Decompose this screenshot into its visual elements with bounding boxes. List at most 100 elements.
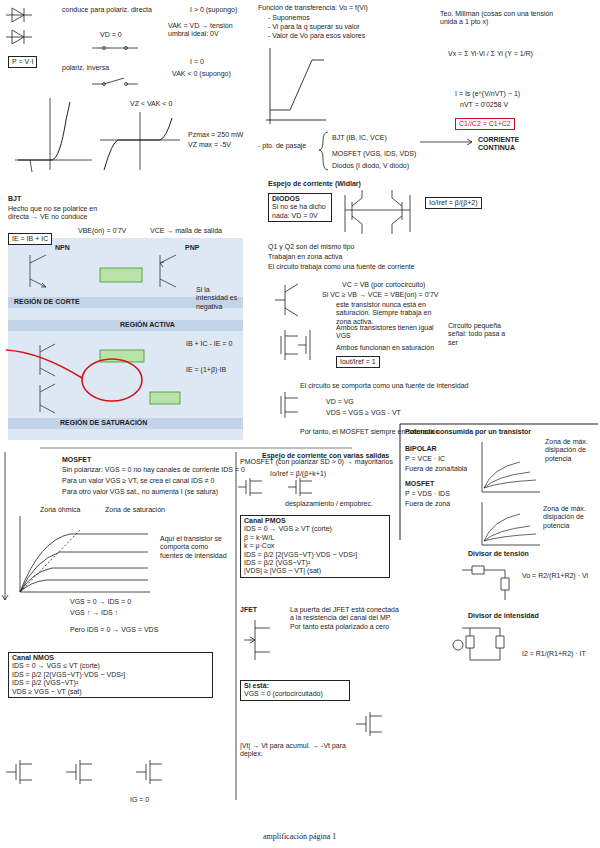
formula-text: VDS ≥ VGS − VT (sat): [12, 688, 209, 696]
note-text: VD = VG: [326, 398, 354, 406]
note-text: Vx = Σ Yi·Vi / Σ Yi (Y = 1/R): [448, 50, 533, 58]
note-text: VC = VB (por cortocircuito): [342, 281, 425, 289]
boxed-formula: Si está:VGS = 0 (cortocircuitado): [240, 680, 350, 701]
note-text: Si VC ≥ VB → VCE = VBE(on) = 0'7V: [322, 291, 438, 299]
boxed-formula: Iout/Iref = 1: [336, 356, 380, 368]
formula-text: C1//C2 = C1+C2: [459, 120, 511, 128]
formula-text: IDS = 0 → VGS ≥ VT (corte): [244, 525, 386, 533]
note-text: VZ < VAK < 0: [130, 100, 172, 108]
note-text: Fuera de zona: [405, 500, 450, 508]
note-text: MOSFET: [62, 456, 91, 464]
note-text: este transistor nunca está en saturación…: [336, 301, 444, 326]
note-text: Fuera de zona/tabla: [405, 465, 467, 473]
formula-text: Si está:: [244, 682, 346, 690]
formula-text: IE = IB + IC: [12, 235, 48, 243]
boxed-formula: P = V·I: [8, 56, 37, 68]
note-text: CORRIENTE CONTINUA: [478, 136, 540, 153]
note-text: Función de transferencia: Vo = f(Vi): [258, 4, 368, 12]
note-text: Zona de saturación: [105, 506, 165, 514]
note-text: Divisor de tensión: [468, 550, 529, 558]
note-text: MOSFET: [405, 480, 434, 488]
formula-text: IDS = β/2 [2(VGS−VT)·VDS − VDS²]: [12, 671, 209, 679]
note-text: nVT = 0'0258 V: [460, 101, 508, 109]
note-text: VAK = VD → tensión umbral ideal: 0V: [168, 22, 253, 39]
formula-text: P = V·I: [12, 58, 33, 66]
note-text: Ambos funcionan en saturación: [336, 344, 436, 352]
formula-text: VGS = 0 (cortocircuitado): [244, 690, 346, 698]
note-text: I = 0: [190, 58, 204, 66]
note-text: |Vt| → Vt para acumul. → -Vt para deplex…: [240, 742, 355, 759]
note-text: - Valor de Vo para esos valores: [268, 32, 365, 40]
note-text: El circuito trabaja como una fuente de c…: [268, 263, 415, 271]
note-text: - Vi para la q superar su valor: [268, 23, 360, 31]
note-text: PMOSFET (con polarizar SD > 0) → mayorit…: [240, 458, 393, 466]
note-text: Aquí el transistor se comporta como fuen…: [160, 535, 232, 560]
note-text: - pto. de pasaje: [258, 142, 306, 150]
note-text: VAK < 0 (supongo): [172, 70, 231, 78]
note-text: Para otro valor VGS sat., no aumenta I (…: [62, 488, 218, 496]
formula-text: Iout/Iref = 1: [340, 358, 376, 366]
boxed-formula: Canal NMOSIDS = 0 → VGS ≤ VT (corte)IDS …: [8, 652, 213, 698]
formula-text: IDS = β/2 [2(VGS−VT)·VDS − VDS²]: [244, 551, 386, 559]
note-text: La puerta del JFET está conectada a la r…: [290, 606, 400, 631]
note-text: I > 0 (supongo): [190, 6, 237, 14]
formula-text: Canal PMOS: [244, 517, 386, 525]
note-text: P = VDS · IDS: [405, 490, 450, 498]
boxed-formula: C1//C2 = C1+C2: [455, 118, 515, 130]
note-text: VD = 0: [100, 31, 122, 39]
formula-text: IDS = β/2 (VGS−VT)²: [12, 679, 209, 687]
boxed-formula: Io/Iref = β/(β+2): [425, 197, 482, 209]
note-text: MOSFET (VGS, IDS, VDS): [332, 150, 416, 158]
note-text: Q1 y Q2 son del mismo tipo: [268, 243, 354, 251]
formula-text: β = k·W/L: [244, 534, 386, 542]
note-text: Circuito pequeña señal: todo pasa a ser: [448, 322, 508, 347]
note-text: Io/Iref = β/(β+k+1): [270, 470, 326, 478]
note-text: polariz. inversa: [62, 64, 109, 72]
note-text: IB + IC - IE = 0: [186, 340, 232, 348]
note-text: REGIÓN DE CORTE: [14, 298, 80, 306]
note-text: VGS = 0 → IDS = 0: [70, 598, 131, 606]
note-text: IG = 0: [130, 796, 149, 804]
note-text: I = Is (e^(V/nVT) − 1): [455, 90, 520, 98]
note-text: Ambos transistores tienen igual VGS: [336, 324, 436, 341]
formula-text: |VDS| ≥ |VGS − VT| (sat): [244, 567, 386, 575]
note-text: VDS = VGS ≥ VGS - VT: [326, 409, 401, 417]
note-text: Potencia consumida por un transistor: [405, 428, 531, 436]
note-text: BJT: [8, 195, 21, 203]
note-text: VCE → malla de salida: [150, 227, 222, 235]
note-text: NPN: [55, 244, 70, 252]
note-text: conduce para polariz. directa: [62, 6, 152, 14]
note-text: Divisor de intensidad: [468, 612, 539, 620]
formula-text: IDS = β/2 (VGS−VT)²: [244, 559, 386, 567]
note-text: Hecho que no se polarice en directa → VE…: [8, 205, 118, 222]
formula-text: Si no se ha dicho nada: VD = 0V: [272, 203, 328, 220]
note-text: JFET: [240, 606, 257, 614]
page-caption: amplificación página 1: [263, 832, 336, 842]
note-text: Sin polarizar: VGS = 0 no hay canales de…: [62, 466, 245, 474]
note-text: P = VCE · IC: [405, 455, 445, 463]
note-text: BJT (IB, IC, VCE): [332, 134, 387, 142]
note-text: Zona de máx. disipación de potencia: [543, 505, 595, 530]
note-text: - Suponemos: [268, 14, 310, 22]
note-text: I2 = R1/(R1+R2) · IT: [522, 650, 586, 658]
formula-text: k = μ·Cox: [244, 542, 386, 550]
note-text: PNP: [185, 244, 199, 252]
note-text: Zona de máx. disipación de potencia: [545, 438, 597, 463]
note-text: IE = (1+β)·IB: [186, 366, 226, 374]
note-text: Pero IDS = 0 → VGS = VDS: [70, 626, 158, 634]
note-text: Pzmax = 250 mW: [188, 131, 243, 139]
note-text: REGIÓN DE SATURACIÓN: [60, 419, 147, 427]
note-text: Si la intensidad es negativa: [196, 286, 240, 311]
boxed-formula: Canal PMOSIDS = 0 → VGS ≥ VT (corte)β = …: [240, 515, 390, 578]
note-text: Diodos (I diodo, V diodo): [332, 162, 409, 170]
note-text: Para un valor VGS ≥ VT, se crea el canal…: [62, 477, 214, 485]
note-text: Teo. Millman (cosas con una tensión unid…: [440, 10, 570, 27]
note-text: REGIÓN ACTIVA: [120, 321, 175, 329]
note-text: desplazamiento / empobrec.: [285, 500, 373, 508]
boxed-formula: IE = IB + IC: [8, 233, 52, 245]
note-text: Espejo de corriente (Widlar): [268, 180, 361, 188]
formula-text: Canal NMOS: [12, 654, 209, 662]
boxed-formula: DIODOSSi no se ha dicho nada: VD = 0V: [268, 193, 332, 222]
formula-text: IDS = 0 → VGS ≤ VT (corte): [12, 662, 209, 670]
